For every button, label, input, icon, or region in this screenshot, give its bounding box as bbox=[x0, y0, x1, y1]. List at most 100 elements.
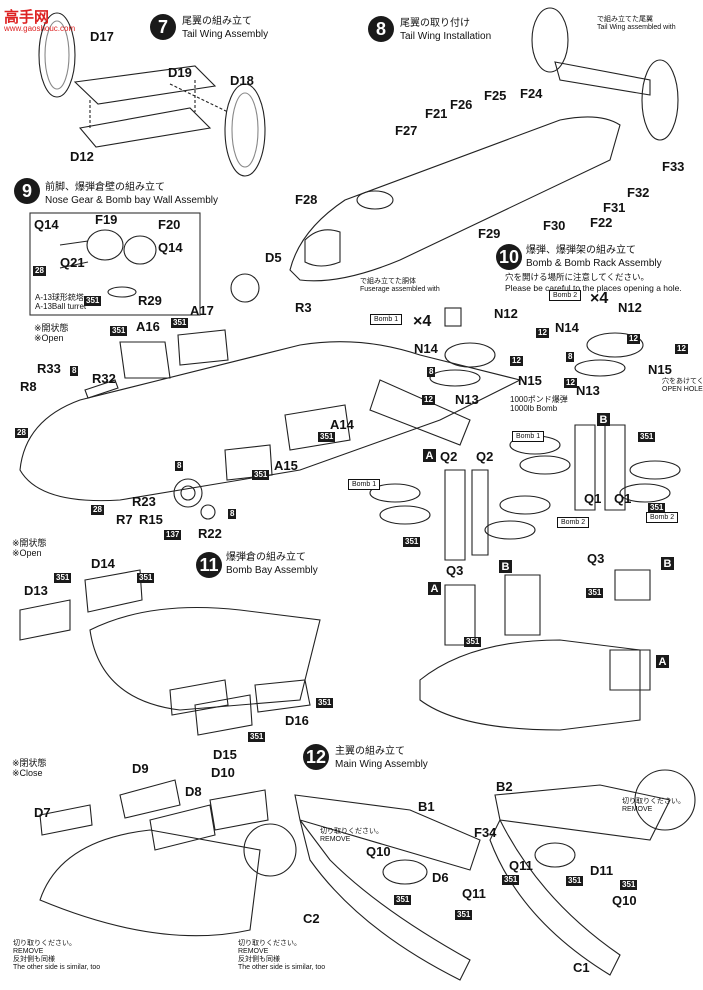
part-D13: D13 bbox=[24, 583, 48, 598]
paint-code-351-d: 351 bbox=[318, 432, 336, 442]
part-F27: F27 bbox=[395, 123, 418, 138]
tail-fin-left bbox=[38, 12, 76, 98]
remove-jp-left: 切り取りください。 bbox=[13, 940, 76, 947]
paint-code-351-n: 351 bbox=[586, 588, 604, 598]
part-F33: F33 bbox=[662, 159, 685, 174]
part-R3: R3 bbox=[295, 300, 312, 315]
paint-code-351-c: 351 bbox=[171, 318, 189, 328]
bomb-tag-2-rack: Bomb 2 bbox=[646, 512, 679, 523]
hole-warning-jp: 穴を開ける場所に注意してください。 bbox=[505, 272, 649, 282]
bomb-note-en: 1000lb Bomb bbox=[510, 404, 558, 414]
part-D6: D6 bbox=[432, 870, 449, 885]
part-Q14-b: Q14 bbox=[158, 240, 183, 255]
similar-en-right: The other side is similar, too bbox=[238, 964, 326, 972]
part-N12-b: N12 bbox=[618, 300, 642, 315]
step-12-title: 主翼の組み立て Main Wing Assembly bbox=[335, 746, 428, 771]
bomb-tag-1-label: Bomb 1 bbox=[374, 316, 399, 323]
remove-note-wing-left: 切り取りください。 REMOVE bbox=[320, 828, 383, 844]
remove-en-right: REMOVE bbox=[238, 948, 269, 956]
paint-code-351-e: 351 bbox=[252, 470, 270, 480]
part-B2: B2 bbox=[496, 779, 513, 794]
step-8-title-jp: 尾翼の取り付け bbox=[400, 18, 470, 29]
tail-fin-right bbox=[224, 83, 266, 177]
step6-ref-jp: で組み立てた胴体 bbox=[360, 278, 416, 285]
step-9-number: 9 bbox=[14, 178, 40, 204]
part-A15: A15 bbox=[274, 458, 298, 473]
part-Q10-a: Q10 bbox=[366, 844, 391, 859]
bomb-note: 1000ポンド爆弾 1000lb Bomb bbox=[510, 395, 568, 413]
part-A17: A17 bbox=[190, 303, 214, 318]
marker-B-2: B bbox=[499, 560, 512, 573]
paint-code-12-b: 12 bbox=[510, 356, 523, 366]
step6-ref-en: Fuserage assembled with bbox=[360, 286, 440, 294]
step-7-number: 7 bbox=[150, 14, 176, 40]
step-8-title-en: Tail Wing Installation bbox=[400, 30, 492, 42]
paint-code-351-s: 351 bbox=[620, 880, 638, 890]
part-R8: R8 bbox=[20, 379, 37, 394]
part-C2: C2 bbox=[303, 911, 320, 926]
open-en-1: ※Open bbox=[34, 333, 64, 344]
remove-jp-right: 切り取りください。 bbox=[238, 940, 301, 947]
paint-code-28-c: 28 bbox=[91, 505, 104, 515]
step-8-number: 8 bbox=[368, 16, 394, 42]
paint-code-351-h: 351 bbox=[403, 537, 421, 547]
open-state-note-1: ※開状態 ※Open bbox=[34, 323, 69, 344]
part-F34: F34 bbox=[474, 825, 497, 840]
part-F26: F26 bbox=[450, 97, 473, 112]
remove-en-wing-right: REMOVE bbox=[622, 806, 653, 814]
part-C1: C1 bbox=[573, 960, 590, 975]
part-A16: A16 bbox=[136, 319, 160, 334]
paint-code-12-f: 12 bbox=[564, 378, 577, 388]
paint-code-8-e: 8 bbox=[566, 352, 575, 362]
paint-code-351-g: 351 bbox=[648, 503, 666, 513]
similar-en-left: The other side is similar, too bbox=[13, 964, 101, 972]
paint-code-351-b: 351 bbox=[110, 326, 128, 336]
part-D7: D7 bbox=[34, 805, 51, 820]
part-Q1-b: Q1 bbox=[614, 491, 632, 506]
part-F29: F29 bbox=[478, 226, 501, 241]
bomb-tag-2-rack-b: Bomb 2 bbox=[557, 517, 590, 528]
bomb-note-jp: 1000ポンド爆弾 bbox=[510, 395, 568, 404]
part-R32: R32 bbox=[92, 371, 116, 386]
part-A14: A14 bbox=[330, 417, 354, 432]
remove-jp-wing-right: 切り取りください。 bbox=[622, 798, 685, 805]
part-Q3-a: Q3 bbox=[446, 563, 464, 578]
part-Q11-a: Q11 bbox=[462, 886, 486, 901]
part-Q11-b: Q11 bbox=[509, 858, 533, 873]
part-F24: F24 bbox=[520, 86, 543, 101]
paint-code-351-p: 351 bbox=[455, 910, 473, 920]
part-D18: D18 bbox=[230, 73, 254, 88]
marker-B-3: B bbox=[661, 557, 674, 570]
paint-code-12-d: 12 bbox=[627, 334, 640, 344]
paint-code-28-a: 28 bbox=[33, 266, 46, 276]
part-Q14-a: Q14 bbox=[34, 217, 59, 232]
step7-ref-jp: で組み立てた尾翼 bbox=[597, 16, 653, 23]
paint-code-351-q: 351 bbox=[502, 875, 520, 885]
part-Q10-b: Q10 bbox=[612, 893, 637, 908]
part-F19: F19 bbox=[95, 212, 118, 227]
similar-jp-left: 反対側も同様 bbox=[13, 956, 55, 964]
open-jp-1: ※開状態 bbox=[34, 323, 69, 333]
part-D14: D14 bbox=[91, 556, 115, 571]
part-D17: D17 bbox=[90, 29, 114, 44]
part-N14-a: N14 bbox=[414, 341, 438, 356]
paint-code-351-r: 351 bbox=[566, 876, 584, 886]
marker-A-3: A bbox=[656, 655, 669, 668]
part-Q1-a: Q1 bbox=[584, 491, 602, 506]
part-N13-b: N13 bbox=[576, 383, 600, 398]
ball-turret-en: A-13Ball turret bbox=[35, 302, 87, 312]
step-10-number: 10 bbox=[496, 244, 522, 270]
paint-code-351-i: 351 bbox=[54, 573, 72, 583]
part-R23: R23 bbox=[132, 494, 156, 509]
bomb-tag-1-rack-b-label: Bomb 1 bbox=[352, 481, 377, 488]
paint-code-8-d: 8 bbox=[427, 367, 436, 377]
part-N13-a: N13 bbox=[455, 392, 479, 407]
step-8-title: 尾翼の取り付け Tail Wing Installation bbox=[400, 18, 491, 43]
step-7-title: 尾翼の組み立て Tail Wing Assembly bbox=[182, 16, 268, 41]
quantity-x4-b: ×4 bbox=[590, 290, 609, 307]
step7-ref-en: Tail Wing assembled with bbox=[597, 24, 676, 32]
part-R15: R15 bbox=[139, 512, 163, 527]
step-7-title-jp: 尾翼の組み立て bbox=[182, 16, 252, 27]
fuselage-step9 bbox=[19, 341, 522, 502]
part-D19: D19 bbox=[168, 65, 192, 80]
